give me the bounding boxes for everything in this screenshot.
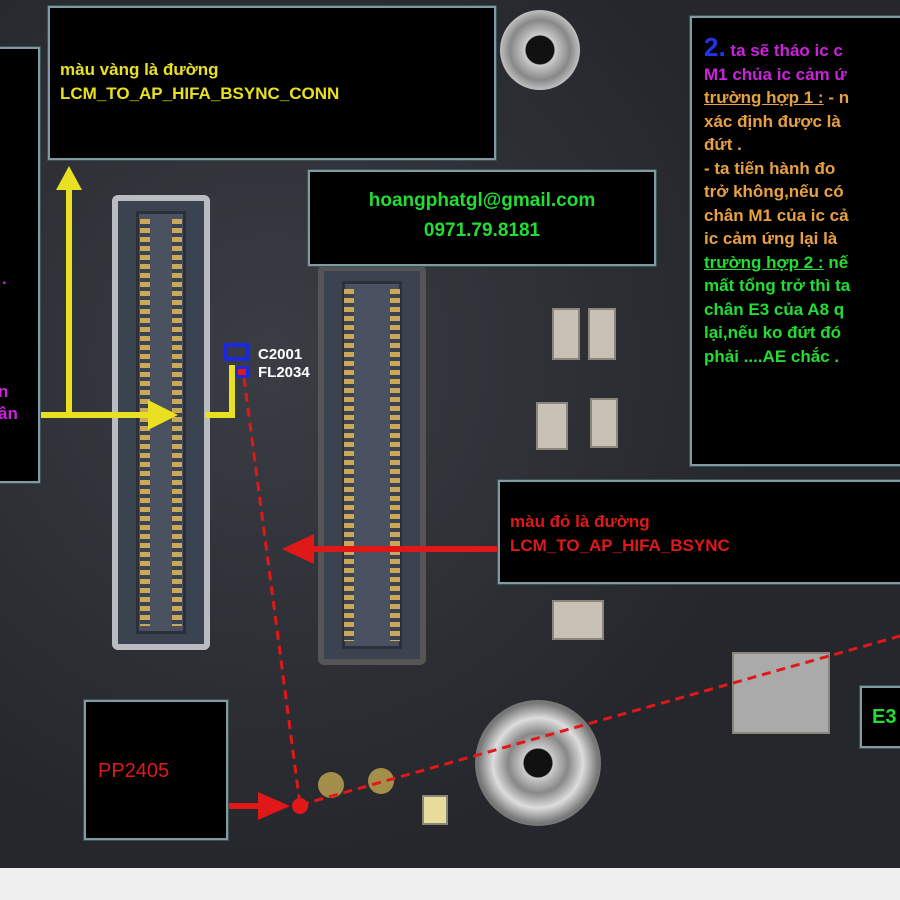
e3-box: E3 — [860, 686, 900, 748]
fl2034-marker — [235, 366, 249, 378]
red-trace-vertical — [242, 377, 302, 806]
red-arrow-right-icon — [258, 792, 290, 820]
yellow-trace — [40, 412, 152, 418]
pp2405-dot — [292, 798, 308, 814]
yellow-arrow-up-icon — [56, 166, 82, 190]
instructions-box: 2. ta sẽ tháo ic c M1 chủa ic cảm ứ trườ… — [690, 16, 900, 466]
smd-component — [536, 402, 568, 450]
contact-email: hoangphatgl@gmail.com — [368, 190, 596, 211]
pad — [422, 795, 448, 825]
contact-phone: 0971.79.8181 — [423, 220, 541, 241]
yellow-trace — [205, 412, 235, 418]
test-pad — [318, 772, 344, 798]
red-trace-diagonal — [299, 634, 900, 807]
yellow-trace — [66, 185, 72, 415]
contact-box: hoangphatgl@gmail.com 0971.79.8181 — [308, 170, 656, 266]
screw-standoff — [500, 10, 580, 90]
smd-component — [552, 308, 580, 360]
ic-chip — [732, 652, 830, 734]
left-note-box: . n ân — [0, 47, 40, 483]
red-trace-note-box: màu đỏ là đường LCM_TO_AP_HIFA_BSYNC — [498, 480, 900, 584]
yellow-trace — [229, 365, 235, 417]
fl2034-label: FL2034 — [258, 364, 310, 381]
c2001-label: C2001 — [258, 346, 303, 363]
screw-standoff — [475, 700, 601, 826]
smd-component — [590, 398, 618, 448]
instructions-text: 2. ta sẽ tháo ic c M1 chủa ic cảm ứ trườ… — [704, 32, 851, 366]
smd-component — [588, 308, 616, 360]
yellow-arrow-right-icon — [148, 400, 178, 430]
display-connector-right — [318, 265, 426, 665]
smd-component — [552, 600, 604, 640]
pp2405-box: PP2405 — [84, 700, 228, 840]
bottom-edge — [0, 868, 900, 900]
red-arrow-left-icon — [282, 534, 314, 564]
yellow-trace-note-box: màu vàng là đường LCM_TO_AP_HIFA_BSYNC_C… — [48, 6, 496, 160]
c2001-marker — [224, 343, 250, 361]
